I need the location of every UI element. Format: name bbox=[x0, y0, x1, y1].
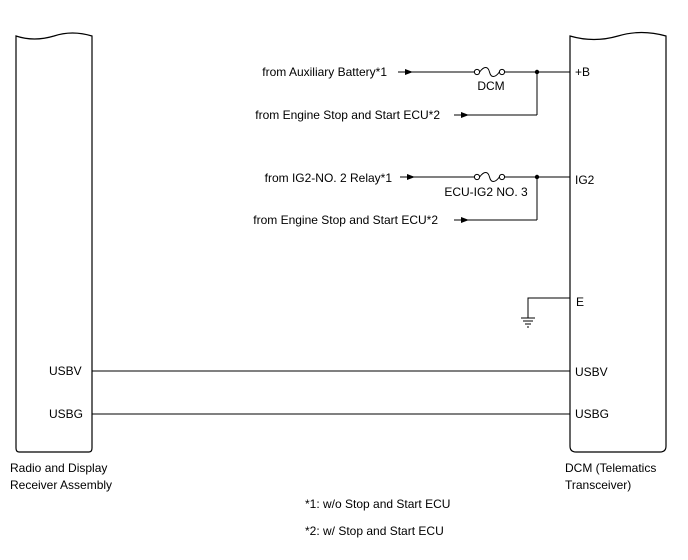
dcm-terminal-e: E bbox=[576, 295, 584, 309]
input-label-engine-stop-start-1: from Engine Stop and Start ECU*2 bbox=[255, 108, 440, 122]
radio-terminal-usbg: USBG bbox=[49, 407, 83, 421]
footnote-1: *1: w/o Stop and Start ECU bbox=[305, 497, 450, 511]
fuse-label-dcm: DCM bbox=[477, 79, 504, 93]
radio-terminal-usbv: USBV bbox=[49, 364, 82, 378]
ig2-circuit: from IG2-NO. 2 Relay*1 ECU-IG2 NO. 3 fro… bbox=[253, 171, 570, 227]
radio-receiver-box bbox=[15, 32, 93, 453]
fuse-icon bbox=[473, 67, 506, 77]
radio-receiver-name-line1: Radio and Display bbox=[10, 461, 107, 475]
input-label-aux-battery: from Auxiliary Battery*1 bbox=[262, 65, 387, 79]
input-label-ig2-relay: from IG2-NO. 2 Relay*1 bbox=[265, 171, 393, 185]
wire bbox=[527, 297, 570, 318]
dcm-name-line1: DCM (Telematics bbox=[565, 461, 656, 475]
dcm-name-line2: Transceiver) bbox=[565, 478, 631, 492]
dcm-terminal-usbg: USBG bbox=[575, 407, 609, 421]
dcm-component: DCM (Telematics Transceiver) +B IG2 E US… bbox=[565, 31, 667, 492]
ground-icon bbox=[521, 317, 535, 328]
footnote-2: *2: w/ Stop and Start ECU bbox=[305, 524, 444, 538]
radio-receiver-component: Radio and Display Receiver Assembly USBV… bbox=[10, 32, 112, 492]
ground-circuit bbox=[521, 297, 570, 328]
dcm-terminal-ig2: IG2 bbox=[575, 173, 595, 187]
fuse-icon bbox=[473, 172, 506, 182]
dcm-box bbox=[569, 31, 667, 453]
dcm-terminal-plus-b: +B bbox=[575, 65, 590, 79]
fuse-label-ecu-ig2: ECU-IG2 NO. 3 bbox=[444, 185, 528, 199]
plus-b-circuit: from Auxiliary Battery*1 DCM from Engine… bbox=[255, 65, 570, 122]
radio-receiver-name-line2: Receiver Assembly bbox=[10, 478, 112, 492]
input-label-engine-stop-start-2: from Engine Stop and Start ECU*2 bbox=[253, 213, 438, 227]
dcm-terminal-usbv: USBV bbox=[575, 365, 608, 379]
